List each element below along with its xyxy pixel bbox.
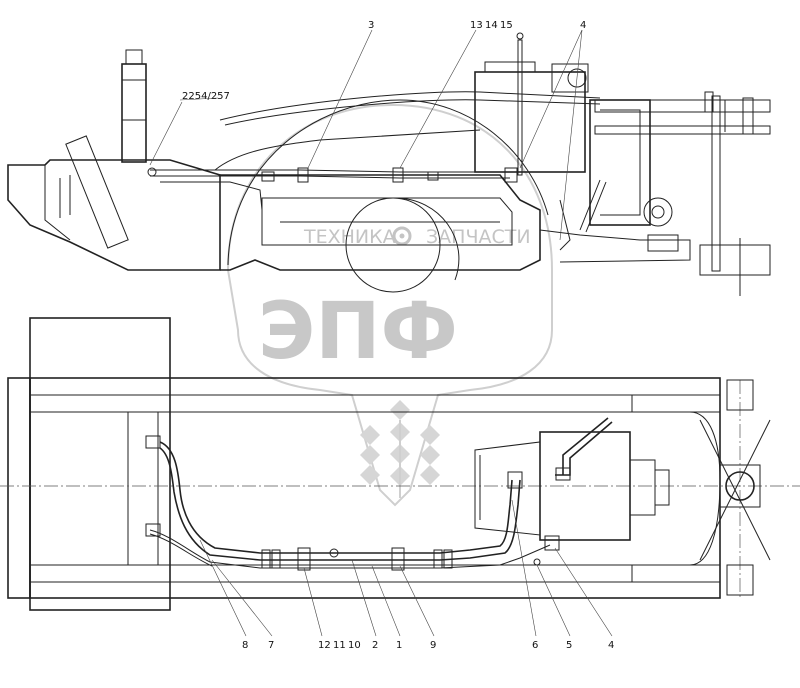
oil-tank [121,63,147,163]
gearbox [589,99,651,226]
pump-cone [474,441,541,536]
wheat-icon [360,400,440,498]
callout-5: 5 [566,640,572,651]
callout-9: 9 [430,640,436,651]
callout-12: 12 [318,640,331,651]
callout-4-plan: 4 [608,640,614,651]
dipstick [517,39,523,176]
wheel-arc [227,99,549,266]
callout-13-top: 13 [470,20,483,31]
callout-1: 1 [396,640,402,651]
callout-11: 11 [333,640,346,651]
inclined-tube [65,135,129,249]
chassis [220,174,541,271]
watermark: ЭПФ ТЕХНИКА ЗАПЧАСТИ [226,103,553,507]
callout-2: 2 [372,640,378,651]
side-view: 2254/257 [7,20,771,296]
gear-icon [392,226,412,246]
callout-15-top: 15 [500,20,513,31]
callout-8: 8 [242,640,248,651]
callout-10: 10 [348,640,361,651]
part-code-label: 2254/257 [182,91,230,102]
callout-14-top: 14 [485,20,498,31]
watermark-left-word: ТЕХНИКА [303,226,396,248]
watermark-letters: ЭПФ [258,287,458,377]
callout-6: 6 [532,640,538,651]
callout-4-top: 4 [580,20,586,31]
plan-view: 8 7 12 11 10 2 1 9 6 5 4 [0,317,800,651]
hose-main-upper [159,441,513,554]
left-block [29,317,171,611]
callout-3-top: 3 [368,20,374,31]
callout-7: 7 [268,640,274,651]
